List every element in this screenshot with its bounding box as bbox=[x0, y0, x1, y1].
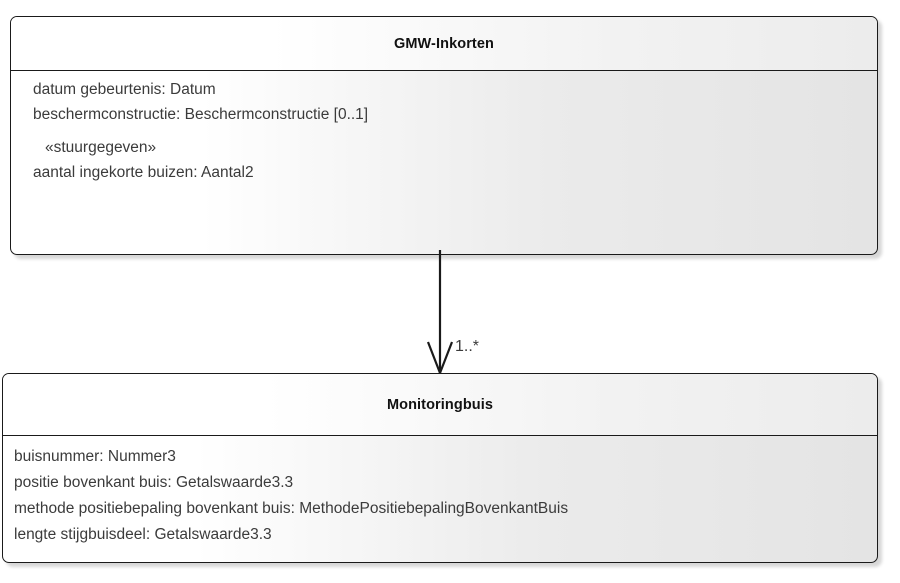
class-box-gmw-inkorten[interactable]: GMW-Inkorten datum gebeurtenis: Datum be… bbox=[10, 16, 878, 255]
association-arrowhead-icon bbox=[426, 341, 454, 377]
attribute-row: buisnummer: Nummer3 bbox=[14, 448, 176, 465]
attribute-row: aantal ingekorte buizen: Aantal2 bbox=[33, 164, 254, 181]
attribute-stereotype: «stuurgegeven» bbox=[45, 139, 157, 156]
class-title-monitoringbuis: Monitoringbuis bbox=[386, 396, 494, 413]
class-header-monitoringbuis: Monitoringbuis bbox=[3, 374, 877, 436]
attribute-row: methode positiebepaling bovenkant buis: … bbox=[14, 500, 569, 517]
class-attributes-monitoringbuis: buisnummer: Nummer3 positie bovenkant bu… bbox=[3, 436, 877, 548]
attribute-row: lengte stijgbuisdeel: Getalswaarde3.3 bbox=[14, 526, 272, 543]
class-header-gmw-inkorten: GMW-Inkorten bbox=[11, 17, 877, 71]
attribute-row: positie bovenkant buis: Getalswaarde3.3 bbox=[14, 474, 294, 491]
class-box-monitoringbuis[interactable]: Monitoringbuis buisnummer: Nummer3 posit… bbox=[2, 373, 878, 563]
class-title-gmw-inkorten: GMW-Inkorten bbox=[394, 35, 494, 52]
attribute-row: beschermconstructie: Beschermconstructie… bbox=[33, 106, 369, 123]
association-multiplicity-label: 1..* bbox=[455, 338, 480, 355]
association-connector bbox=[426, 250, 454, 377]
attribute-row: datum gebeurtenis: Datum bbox=[33, 81, 216, 98]
class-attributes-gmw-inkorten: datum gebeurtenis: Datum beschermconstru… bbox=[11, 71, 877, 185]
